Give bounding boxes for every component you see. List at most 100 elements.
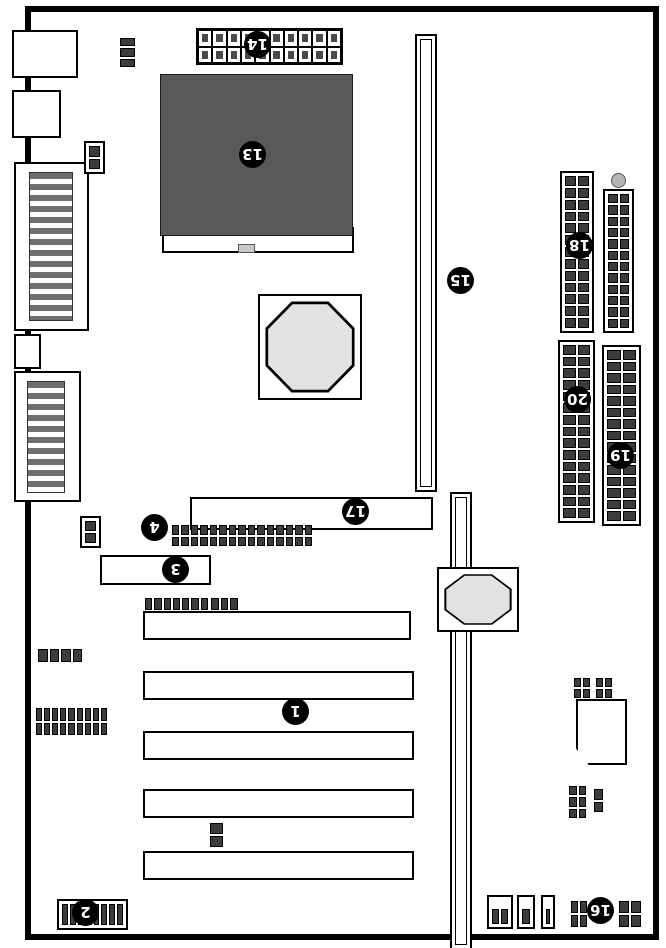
callout-19: 19 xyxy=(607,442,634,469)
pin xyxy=(36,708,43,721)
pin xyxy=(578,306,589,317)
pin xyxy=(569,797,577,807)
pin xyxy=(84,708,91,721)
pin xyxy=(172,536,180,546)
pin xyxy=(565,270,576,281)
pin xyxy=(578,176,589,186)
callout-4: 4 xyxy=(141,514,168,541)
callout-16: 16 xyxy=(587,897,614,924)
pin xyxy=(578,270,589,281)
pin xyxy=(163,598,171,610)
pin xyxy=(577,426,590,437)
callout-label: 15 xyxy=(450,271,471,290)
pin xyxy=(577,356,590,367)
pin xyxy=(578,282,589,293)
pin xyxy=(571,915,578,927)
pin xyxy=(276,525,284,535)
pin xyxy=(84,722,91,735)
pin xyxy=(607,488,621,498)
pin-header-18b xyxy=(603,189,634,333)
pin xyxy=(295,525,303,535)
callout-2: 2 xyxy=(72,899,99,926)
pin xyxy=(36,722,43,735)
pin xyxy=(546,909,550,924)
pin xyxy=(238,525,246,535)
pin xyxy=(607,396,621,406)
pin xyxy=(198,30,213,47)
pin xyxy=(190,536,199,546)
callout-15: 15 xyxy=(447,267,474,294)
pin xyxy=(219,525,227,535)
pci-slot-5 xyxy=(143,851,414,880)
callout-17: 17 xyxy=(342,498,369,525)
pin xyxy=(580,915,587,927)
pin xyxy=(608,205,618,215)
pin xyxy=(578,199,589,210)
pin xyxy=(565,258,576,269)
pin xyxy=(608,239,618,249)
pin xyxy=(577,485,590,495)
pin xyxy=(565,223,576,234)
pin xyxy=(563,508,576,518)
pin xyxy=(565,211,576,222)
pin xyxy=(577,368,590,378)
ps2-port-block xyxy=(12,30,78,78)
jumper-4pin xyxy=(38,649,82,662)
pin xyxy=(563,368,576,378)
pin xyxy=(304,525,312,535)
pin xyxy=(608,261,618,272)
chip-die-octagon xyxy=(265,301,355,393)
pin xyxy=(92,708,99,721)
pin xyxy=(574,678,581,687)
pin xyxy=(608,295,618,306)
pin xyxy=(295,536,303,546)
pin xyxy=(60,708,67,721)
pin xyxy=(578,318,589,328)
pin xyxy=(563,415,576,425)
pin xyxy=(607,419,621,429)
pin xyxy=(230,598,238,610)
pin xyxy=(619,194,629,204)
pin xyxy=(577,473,590,483)
pin xyxy=(209,525,218,535)
pin xyxy=(619,205,629,215)
pin xyxy=(492,909,499,924)
usb-port-block xyxy=(12,90,61,138)
pin xyxy=(563,426,576,437)
pin xyxy=(607,499,621,510)
pin xyxy=(605,689,612,698)
pin xyxy=(209,536,218,546)
pin xyxy=(619,295,629,306)
parallel-port-pins xyxy=(29,172,73,321)
jumper-dots-a xyxy=(145,598,208,610)
pin xyxy=(257,536,265,546)
pin xyxy=(220,598,229,610)
pin xyxy=(172,525,180,535)
pin xyxy=(76,708,83,721)
pin xyxy=(563,450,576,460)
jumper-bottom-right-b xyxy=(594,789,603,812)
pin xyxy=(565,176,576,186)
pin xyxy=(172,598,181,610)
pin xyxy=(571,901,578,913)
pin xyxy=(577,461,590,472)
jumper-mid-bottom xyxy=(210,823,223,847)
pin xyxy=(594,789,603,800)
pin xyxy=(608,273,618,283)
pin xyxy=(622,476,636,487)
agp-slot xyxy=(190,497,433,530)
pin xyxy=(89,146,100,157)
pin xyxy=(285,536,294,546)
pci-slot-2 xyxy=(143,671,414,700)
northbridge-chip xyxy=(258,294,362,400)
pin xyxy=(619,216,629,226)
pin xyxy=(298,46,313,63)
pin xyxy=(622,350,636,360)
pin xyxy=(569,808,577,818)
pin xyxy=(181,536,189,546)
pin xyxy=(283,46,299,63)
bios-chip xyxy=(576,699,627,765)
pin xyxy=(501,909,508,924)
pin xyxy=(247,525,256,535)
pin xyxy=(619,915,629,927)
